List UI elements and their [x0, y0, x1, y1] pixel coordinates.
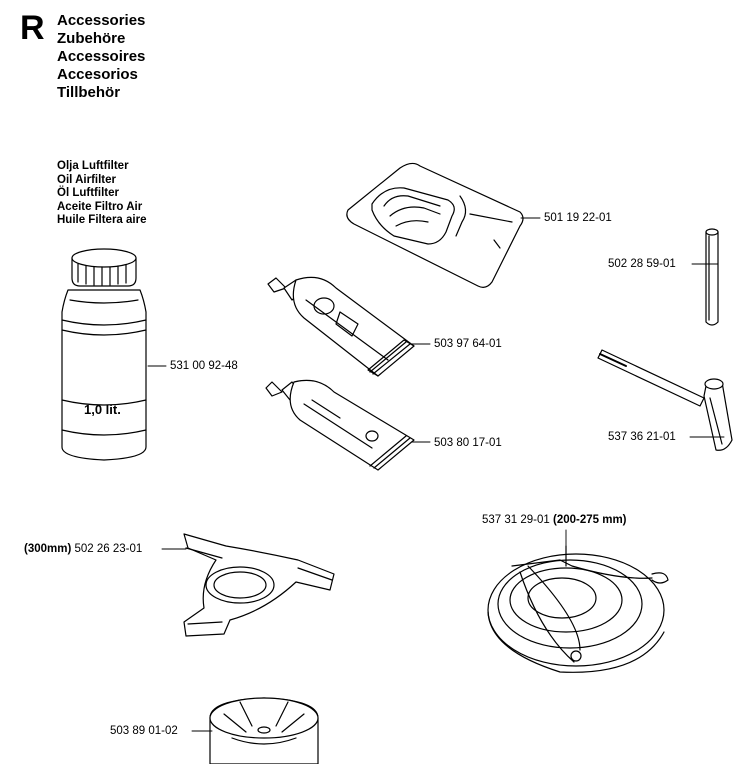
filter-cloth-drawing	[346, 162, 524, 288]
oil-label-fr: Huile Filtera aire	[57, 214, 147, 226]
part-number-rod: 502 28 59-01	[608, 258, 676, 270]
part-number-cap-size: (200-275 mm)	[553, 514, 627, 526]
spool-drawing	[209, 697, 319, 764]
part-number-guard-size: (300mm)	[24, 543, 72, 555]
oil-label-sv: Olja Luftfilter	[57, 160, 129, 172]
tube-1-drawing	[267, 276, 415, 377]
oil-label-de: Öl Luftfilter	[57, 187, 119, 199]
title-fr: Accessoires	[57, 48, 146, 65]
oil-bottle-drawing	[61, 248, 147, 461]
leader-lines	[147, 217, 725, 732]
part-number-guard: (300mm) 502 26 23-01	[24, 542, 142, 556]
oil-label-block: Olja Luftfilter Oil Airfilter Öl Luftfil…	[57, 160, 146, 228]
spool-cap-drawing	[487, 545, 669, 673]
part-number-tube-1: 503 97 64-01	[434, 338, 502, 350]
oil-label-es: Aceite Filtro Air	[57, 200, 143, 213]
part-number-bottle: 531 00 92-48	[170, 360, 238, 372]
title-de: Zubehöre	[57, 30, 126, 47]
part-number-cap: 537 31 29-01 (200-275 mm)	[482, 513, 627, 527]
part-number-cloth: 501 19 22-01	[544, 212, 612, 224]
head-guard-drawing	[183, 533, 335, 637]
title-es: Accesorios	[57, 66, 138, 83]
title-sv: Tillbehör	[57, 84, 121, 101]
oil-label-en: Oil Airfilter	[57, 173, 116, 186]
part-number-guard-number: 502 26 23-01	[74, 543, 143, 555]
part-number-cap-number: 537 31 29-01	[482, 514, 550, 526]
bottle-volume-label: 1,0 lit.	[84, 402, 121, 417]
part-number-wrench: 537 36 21-01	[608, 431, 676, 443]
title-block: Accessories Zubehöre Accessoires Accesor…	[57, 12, 145, 102]
rod-drawing	[705, 228, 719, 326]
wrench-drawing	[597, 349, 733, 451]
part-number-tube-2: 503 80 17-01	[434, 437, 502, 449]
part-number-spool: 503 89 01-02	[110, 725, 178, 737]
tube-2-drawing	[265, 379, 415, 471]
section-letter: R	[20, 9, 45, 47]
title-en: Accessories	[57, 12, 146, 29]
